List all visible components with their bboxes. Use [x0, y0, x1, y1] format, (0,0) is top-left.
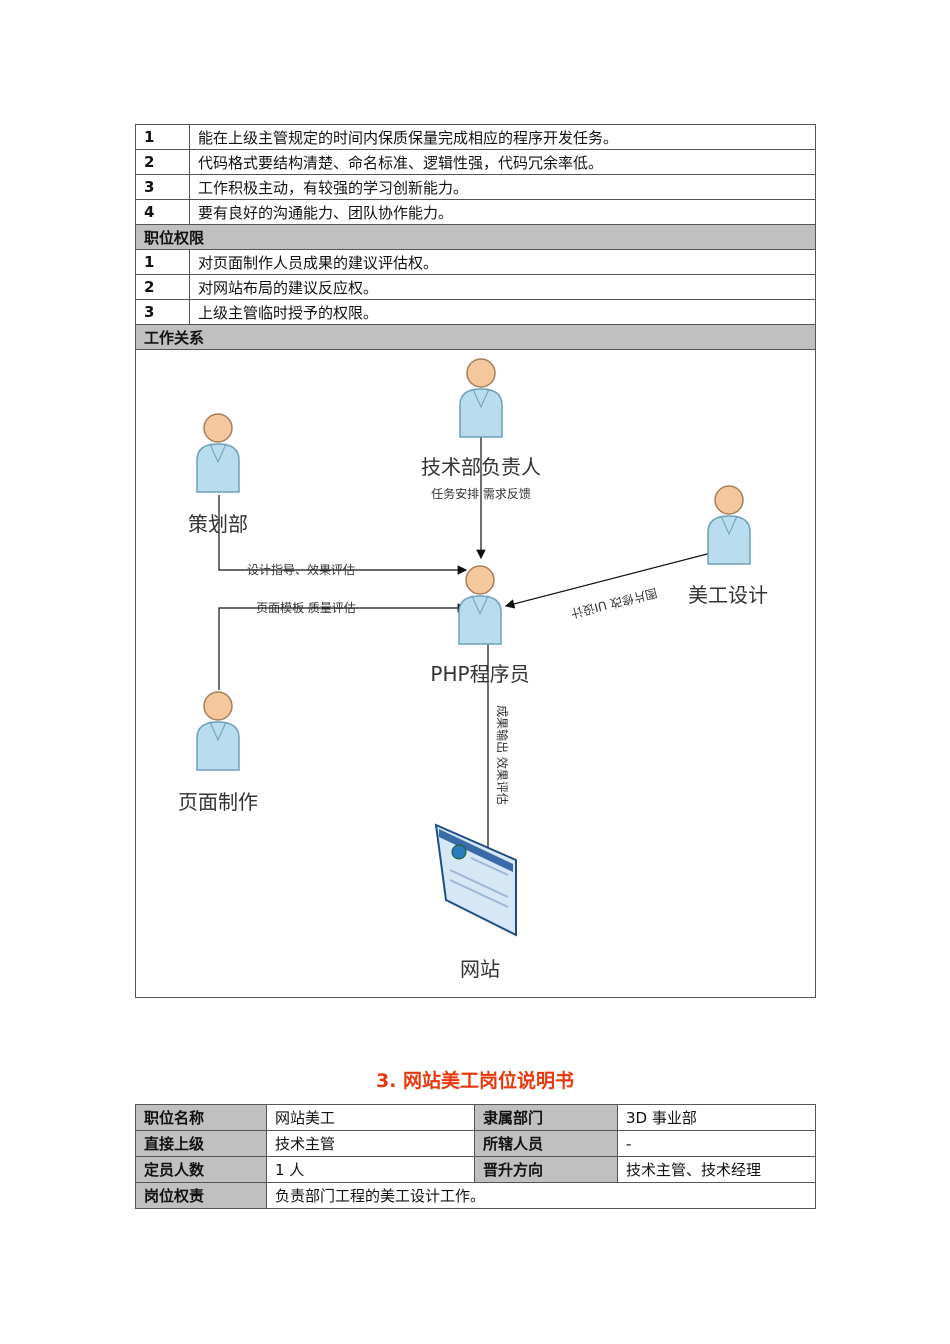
- row-text: 工作积极主动，有较强的学习创新能力。: [189, 174, 816, 200]
- position-name-value: 网站美工: [266, 1104, 475, 1131]
- table-row: 岗位权责 负责部门工程的美工设计工作。: [135, 1182, 816, 1209]
- table-row: 定员人数 1 人 晋升方向 技术主管、技术经理: [135, 1156, 816, 1183]
- row-text: 要有良好的沟通能力、团队协作能力。: [189, 199, 816, 225]
- diagram-row: 技术部负责人 策划部 美工设计 PHP程序员 页面制作 网站 任务安排 需求反馈…: [135, 349, 816, 998]
- edge-art-to-php: [504, 552, 712, 609]
- row-number: 1: [135, 124, 190, 150]
- duty-value: 负责部门工程的美工设计工作。: [266, 1182, 816, 1209]
- row-number: 2: [135, 274, 190, 300]
- authority-header-row: 职位权限: [135, 224, 816, 250]
- table-row: 4 要有良好的沟通能力、团队协作能力。: [135, 199, 816, 225]
- node-php: PHP程序员: [430, 662, 529, 686]
- promotion-label: 晋升方向: [474, 1156, 618, 1183]
- edge-label-page: 页面模板 质量评估: [256, 601, 356, 615]
- diagram-cell: 技术部负责人 策划部 美工设计 PHP程序员 页面制作 网站 任务安排 需求反馈…: [135, 349, 816, 998]
- row-text: 上级主管临时授予的权限。: [189, 299, 816, 325]
- table-row: 直接上级 技术主管 所辖人员 -: [135, 1130, 816, 1157]
- tech-head-person-icon: [459, 358, 503, 438]
- relations-header-row: 工作关系: [135, 324, 816, 350]
- superior-value: 技术主管: [266, 1130, 475, 1157]
- table-row: 职位名称 网站美工 隶属部门 3D 事业部: [135, 1104, 816, 1131]
- row-text: 对页面制作人员成果的建议评估权。: [189, 249, 816, 275]
- row-text: 能在上级主管规定的时间内保质保量完成相应的程序开发任务。: [189, 124, 816, 150]
- page-person-icon: [196, 691, 240, 771]
- node-site: 网站: [460, 957, 500, 981]
- row-number: 1: [135, 249, 190, 275]
- row-text: 代码格式要结构清楚、命名标准、逻辑性强，代码冗余率低。: [189, 149, 816, 175]
- edge-label-art: 图片修改 UI设计: [570, 585, 659, 621]
- table-row: 3 工作积极主动，有较强的学习创新能力。: [135, 174, 816, 200]
- subordinates-value: -: [617, 1130, 816, 1157]
- promotion-value: 技术主管、技术经理: [617, 1156, 816, 1183]
- relations-diagram: 技术部负责人 策划部 美工设计 PHP程序员 页面制作 网站 任务安排 需求反馈…: [178, 358, 768, 981]
- superior-label: 直接上级: [135, 1130, 267, 1157]
- dept-label: 隶属部门: [474, 1104, 618, 1131]
- node-planning: 策划部: [188, 512, 248, 536]
- table-row: 1 能在上级主管规定的时间内保质保量完成相应的程序开发任务。: [135, 124, 816, 150]
- edge-label-planning: 设计指导、效果评估: [247, 562, 355, 577]
- row-number: 2: [135, 149, 190, 175]
- edge-page-to-php: [218, 603, 468, 690]
- authority-header: 职位权限: [135, 224, 816, 250]
- headcount-value: 1 人: [266, 1156, 475, 1183]
- duty-label: 岗位权责: [135, 1182, 267, 1209]
- edge-planning-to-php: [218, 495, 468, 575]
- section-title: 3. 网站美工岗位说明书: [375, 1070, 575, 1092]
- website-icon: [434, 823, 517, 937]
- edge-label-site: 成果输出 效果评估: [495, 705, 510, 805]
- table-row: 2 对网站布局的建议反应权。: [135, 274, 816, 300]
- node-page: 页面制作: [178, 790, 258, 814]
- dept-value: 3D 事业部: [617, 1104, 816, 1131]
- node-tech-head: 技术部负责人: [421, 455, 541, 479]
- relations-header: 工作关系: [135, 324, 816, 350]
- edge-label-tech: 任务安排 需求反馈: [431, 486, 531, 501]
- art-person-icon: [707, 485, 751, 565]
- job-info-table: 职位名称 网站美工 隶属部门 3D 事业部 直接上级 技术主管 所辖人员 - 定…: [135, 1104, 816, 1209]
- row-text: 对网站布局的建议反应权。: [189, 274, 816, 300]
- headcount-label: 定员人数: [135, 1156, 267, 1183]
- requirements-table: 1 能在上级主管规定的时间内保质保量完成相应的程序开发任务。 2 代码格式要结构…: [135, 124, 816, 998]
- table-row: 3 上级主管临时授予的权限。: [135, 299, 816, 325]
- table-row: 1 对页面制作人员成果的建议评估权。: [135, 249, 816, 275]
- row-number: 4: [135, 199, 190, 225]
- table-row: 2 代码格式要结构清楚、命名标准、逻辑性强，代码冗余率低。: [135, 149, 816, 175]
- node-art: 美工设计: [688, 583, 768, 607]
- row-number: 3: [135, 299, 190, 325]
- subordinates-label: 所辖人员: [474, 1130, 618, 1157]
- php-person-icon: [458, 565, 502, 645]
- planning-person-icon: [196, 413, 240, 493]
- position-name-label: 职位名称: [135, 1104, 267, 1131]
- row-number: 3: [135, 174, 190, 200]
